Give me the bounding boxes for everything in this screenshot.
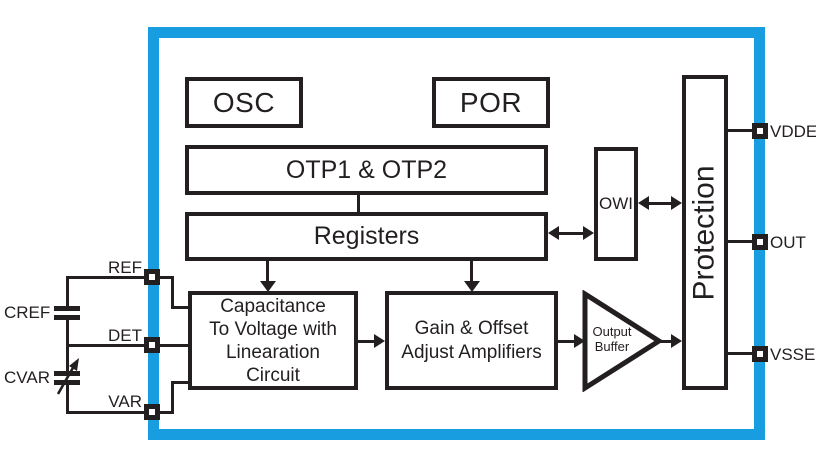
arrow-registers-owi-left-head-icon (548, 226, 559, 240)
block-protection: Protection (682, 75, 728, 390)
wire-out (728, 240, 754, 243)
pin-vdde-square (752, 123, 768, 139)
wire-det (66, 344, 188, 347)
block-otp: OTP1 & OTP2 (185, 145, 548, 195)
wire-left-bus-top (66, 276, 69, 306)
arrow-c2v-to-gain-head-icon (374, 334, 385, 348)
pin-det-square (144, 337, 160, 353)
arrow-registers-to-c2v-head-icon (260, 281, 276, 292)
block-output-buffer (581, 289, 664, 393)
block-por: POR (432, 77, 550, 128)
arrow-registers-to-gain-head-icon (464, 281, 480, 292)
block-cap-to-voltage: Capacitance To Voltage with Linearation … (188, 291, 358, 390)
capacitor-cref-label: CREF (4, 303, 51, 322)
wire-var-outer (66, 411, 174, 414)
c2v-line2: To Voltage with (209, 318, 337, 340)
buffer-line2: Buffer (594, 339, 630, 354)
wire-left-bus-bottom (66, 385, 69, 414)
wire-vdde (728, 129, 754, 132)
capacitor-cvar-plate-top (54, 371, 80, 376)
block-otp-label: OTP1 & OTP2 (285, 155, 448, 184)
arrow-registers-owi-shaft (557, 232, 585, 235)
pin-ref-label: REF (108, 258, 142, 277)
wire-otp-registers (357, 195, 360, 213)
block-cap-to-voltage-label: Capacitance To Voltage with Linearation … (209, 295, 337, 387)
wire-vsse (728, 352, 754, 355)
buffer-line1: Output (592, 324, 632, 339)
block-owi: OWI (594, 147, 638, 261)
block-output-buffer-label: Output Buffer (583, 324, 641, 354)
arrow-registers-to-gain-shaft (470, 261, 473, 282)
wire-ref-stub (171, 306, 188, 309)
wire-ref-outer (66, 276, 146, 279)
pin-ref-square (144, 269, 160, 285)
capacitor-cref-plate-bottom (54, 315, 80, 320)
pin-out-square (752, 234, 768, 250)
capacitor-cref-plate-top (54, 306, 80, 311)
capacitor-cvar-plate-bottom (54, 380, 80, 385)
chip-boundary-frame (148, 27, 765, 440)
pin-vsse-square (752, 346, 768, 362)
block-protection-label: Protection (688, 164, 722, 301)
gain-line2: Adjust Amplifiers (401, 341, 542, 363)
pin-var-label: VAR (108, 392, 142, 411)
block-owi-label: OWI (599, 194, 633, 213)
arrow-gain-to-buffer-head-icon (574, 334, 585, 348)
gain-line1: Gain & Offset (414, 317, 529, 339)
wire-left-bus-mid (66, 320, 69, 371)
pin-out-label: OUT (770, 233, 806, 252)
arrow-buffer-to-protection-shaft (659, 340, 672, 343)
arrow-buffer-to-protection-head-icon (671, 334, 682, 348)
wire-var-stub (171, 381, 188, 384)
capacitor-cvar-label: CVAR (4, 368, 50, 387)
block-osc: OSC (185, 77, 303, 128)
arrow-c2v-to-gain-shaft (358, 340, 375, 343)
block-registers-label: Registers (313, 222, 420, 250)
c2v-line4: Circuit (246, 364, 300, 386)
wire-var-step (171, 381, 174, 414)
wire-ref-inner (160, 276, 174, 279)
block-registers: Registers (185, 212, 548, 261)
c2v-line1: Capacitance (220, 295, 326, 317)
arrow-owi-protection-right-head-icon (671, 196, 682, 210)
arrow-owi-protection-shaft (647, 202, 673, 205)
arrow-registers-to-c2v-shaft (266, 261, 269, 282)
pin-vdde-label: VDDE (770, 122, 816, 141)
block-gain-offset-label: Gain & Offset Adjust Amplifiers (401, 317, 541, 365)
block-osc-label: OSC (212, 86, 276, 118)
pin-vsse-label: VSSE (770, 345, 816, 364)
arrow-gain-to-buffer-shaft (558, 340, 575, 343)
pin-det-label: DET (108, 326, 142, 345)
block-por-label: POR (459, 86, 523, 118)
output-buffer-triangle-icon (582, 289, 664, 393)
capacitor-cvar-variable-arrow-icon (56, 358, 79, 395)
wire-ref-step (171, 276, 174, 309)
c2v-line3: Linearation (225, 341, 321, 363)
block-gain-offset: Gain & Offset Adjust Amplifiers (385, 291, 558, 390)
arrow-registers-owi-right-head-icon (583, 226, 594, 240)
pin-var-square (144, 404, 160, 420)
arrow-owi-protection-left-head-icon (638, 196, 649, 210)
